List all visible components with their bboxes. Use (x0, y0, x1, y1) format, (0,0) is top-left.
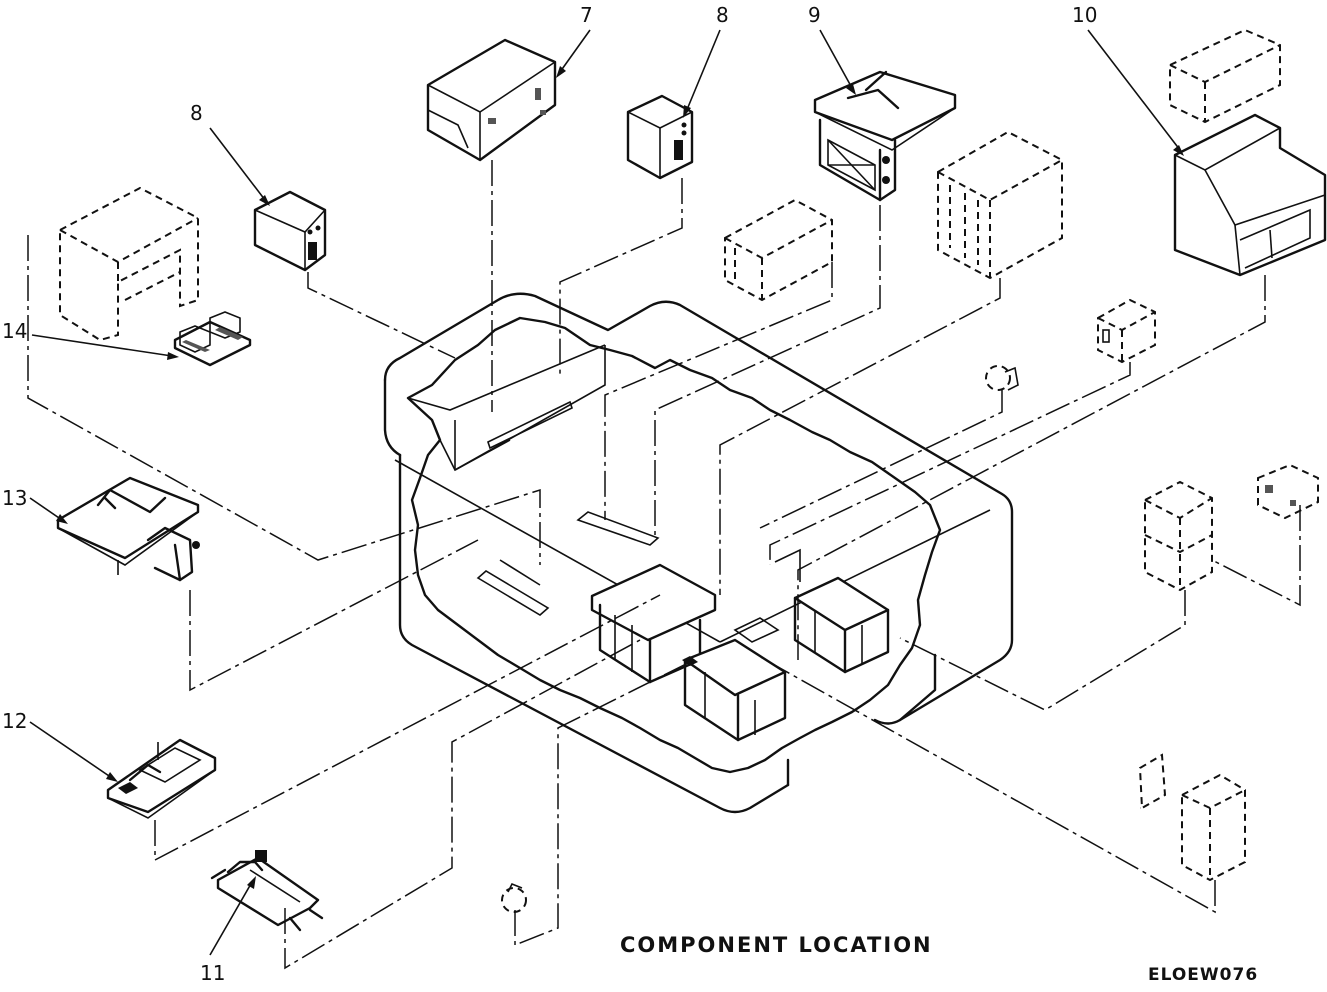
equipment-rack-right (793, 576, 890, 674)
component-8-left (253, 190, 327, 272)
component-14 (59, 186, 252, 367)
phantom-panel-lower-right (1138, 753, 1167, 810)
component-9 (813, 70, 957, 202)
phantom-small-box (1097, 298, 1156, 364)
callout-12: 12 (2, 709, 27, 733)
callout-arrows (29, 29, 1184, 956)
phantom-fan-lower (501, 882, 527, 913)
component-11 (210, 850, 324, 932)
callout-8-left: 8 (190, 101, 203, 125)
phantom-tall-cabinet (1181, 773, 1246, 882)
phantom-panel-right (1257, 463, 1319, 520)
component-10 (1169, 28, 1327, 277)
callout-9: 9 (808, 3, 821, 27)
equipment-rack-left (590, 563, 717, 684)
equipment-rack-center (682, 638, 787, 742)
figure-code: ELOEW076 (1148, 965, 1258, 985)
phantom-stack-right (1144, 480, 1213, 592)
callout-10: 10 (1072, 3, 1097, 27)
phantom-box-upper-center (724, 198, 833, 302)
callout-7: 7 (580, 3, 593, 27)
component-12 (106, 738, 217, 819)
callout-13: 13 (2, 486, 27, 510)
phantom-fan (985, 365, 1019, 391)
component-7 (426, 38, 557, 162)
phantom-rack-upper-right (937, 130, 1063, 280)
leader-lines (27, 160, 1301, 970)
callout-8-upper: 8 (716, 3, 729, 27)
figure-title: COMPONENT LOCATION (620, 933, 933, 957)
callout-11: 11 (200, 961, 225, 985)
component-8-upper (626, 94, 694, 180)
callout-14: 14 (2, 319, 27, 343)
shelter-cutaway (383, 292, 1014, 814)
component-13 (56, 476, 200, 582)
